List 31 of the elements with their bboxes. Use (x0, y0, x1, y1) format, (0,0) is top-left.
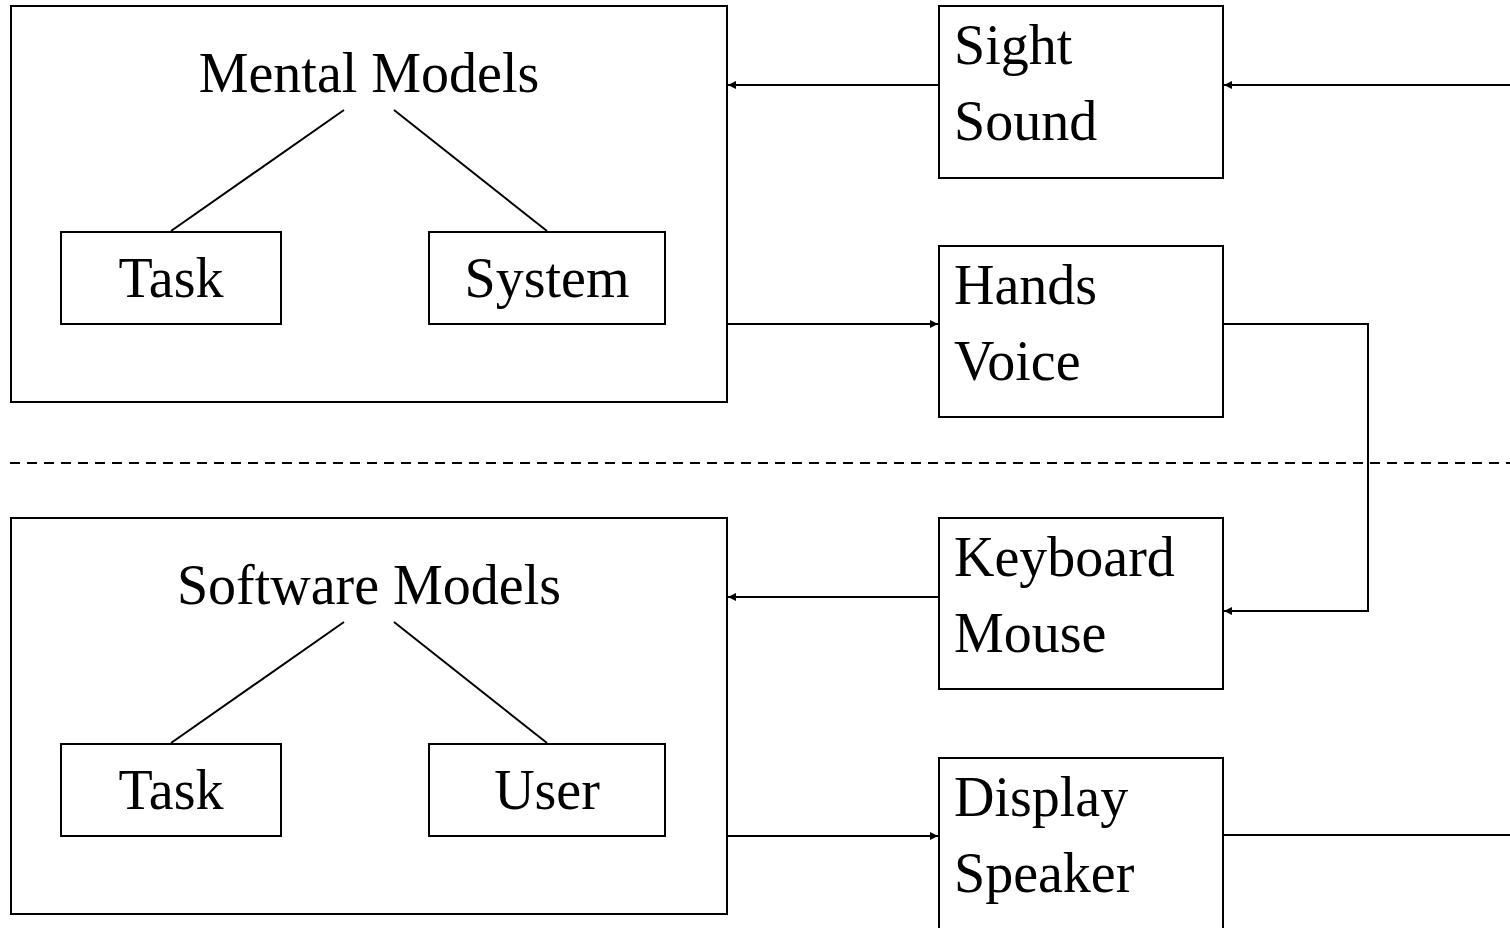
node-box (938, 5, 1224, 179)
node-box (60, 743, 282, 837)
node-box (938, 245, 1224, 418)
node-box (938, 517, 1224, 690)
node-label: Hands Voice (954, 253, 1098, 394)
arrow (1223, 81, 1510, 89)
arrow (727, 320, 939, 328)
node-label: Task (118, 758, 224, 823)
node-box (428, 743, 666, 837)
node-label: Sight Sound (954, 13, 1098, 154)
connector-line (393, 621, 548, 744)
node-label: Task (118, 246, 224, 311)
node-label: User (494, 758, 600, 823)
node-label: System (464, 246, 630, 311)
node-label: Display Speaker (954, 765, 1135, 906)
group-box (10, 5, 728, 403)
node-box (938, 757, 1224, 928)
node-box (428, 231, 666, 325)
node-label: Keyboard Mouse (954, 525, 1175, 666)
arrow (1223, 323, 1369, 615)
arrow (727, 593, 939, 601)
group-box (10, 517, 728, 915)
group-title: Mental Models (198, 35, 540, 111)
connector-line (170, 621, 345, 744)
arrow (727, 832, 939, 840)
group-title: Software Models (176, 547, 562, 623)
connector-line (1223, 834, 1510, 836)
node-box (60, 231, 282, 325)
connector-line (170, 109, 345, 232)
arrow (727, 81, 939, 89)
connector-line (393, 109, 548, 232)
